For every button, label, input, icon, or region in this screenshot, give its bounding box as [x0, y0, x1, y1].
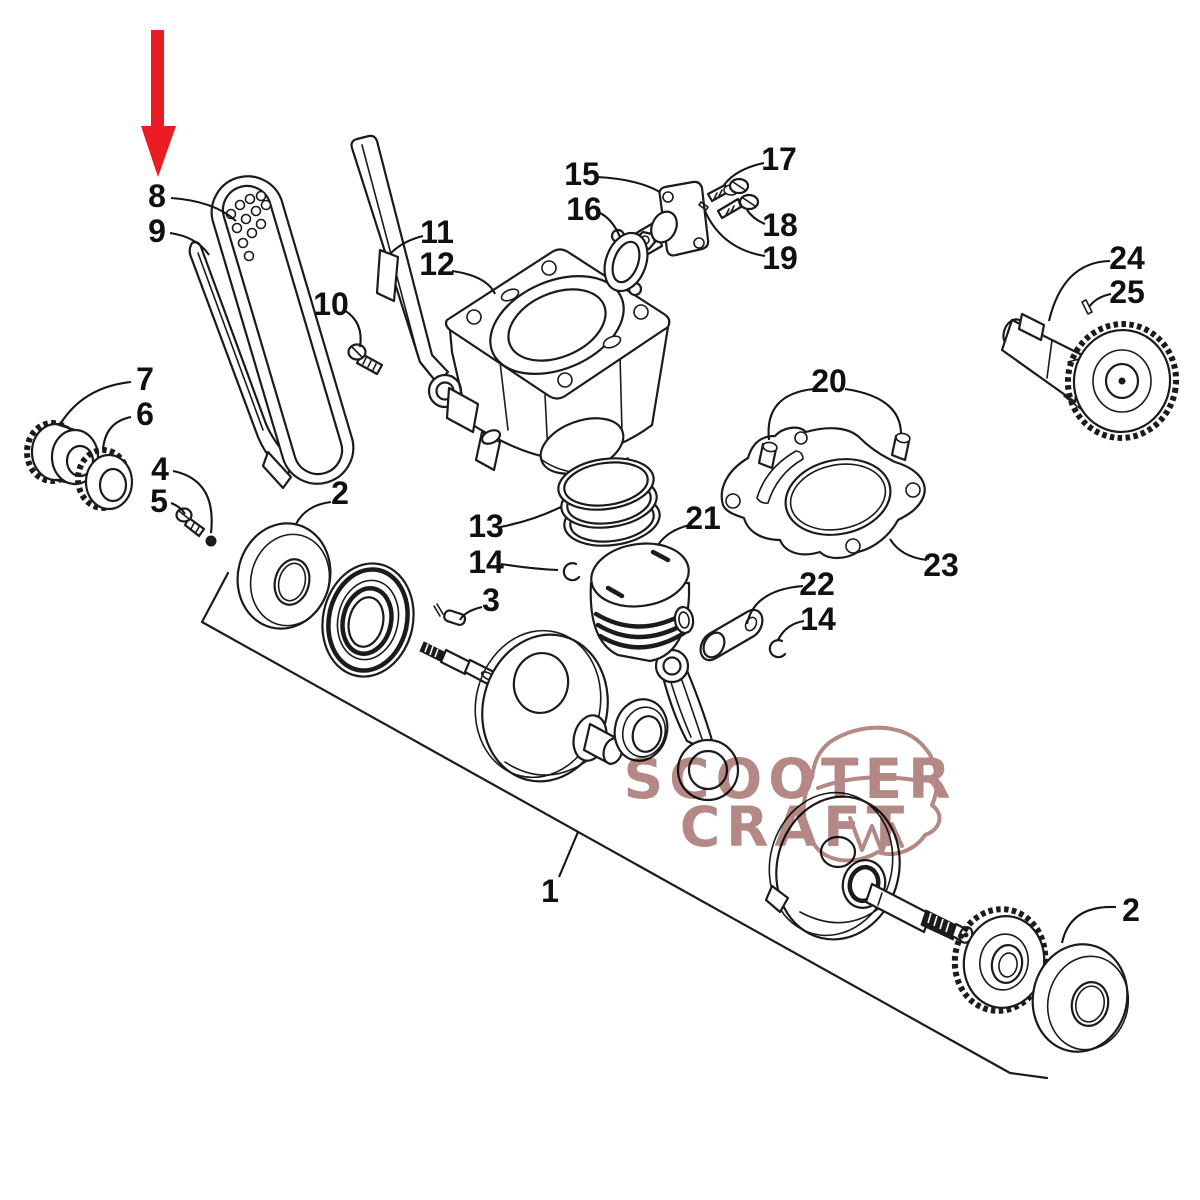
callout-19: 19 [762, 240, 798, 276]
callout-leader-15 [596, 175, 661, 193]
callout-leader-20 [844, 387, 903, 434]
sprocket-drawing [24, 420, 100, 486]
callout-17: 17 [761, 141, 797, 177]
callout-leader-7 [60, 380, 132, 424]
watermark-line2: CRAFT [680, 795, 910, 859]
callout-leader-21 [657, 523, 691, 546]
callout-22: 22 [799, 566, 835, 602]
callout-14: 14 [468, 544, 504, 580]
callout-leader-2 [1060, 905, 1117, 944]
callout-24: 24 [1109, 240, 1145, 276]
camshaft-drawing [1000, 299, 1180, 441]
callout-leader-22 [745, 584, 804, 625]
oil-seal-drawing [321, 562, 415, 678]
callout-5: 5 [150, 483, 168, 519]
lifter-bolts-drawing [698, 177, 760, 220]
callout-2: 2 [1122, 892, 1140, 928]
washer-gear-drawing [75, 447, 134, 511]
callout-14: 14 [800, 601, 836, 637]
pivot-bolt-drawing [347, 343, 384, 376]
lifter-gasket-drawing [603, 228, 649, 297]
callout-leader-25 [1088, 292, 1112, 308]
callout-leader-9 [169, 231, 210, 256]
callout-13: 13 [468, 508, 504, 544]
cam-chain-drawing [210, 175, 355, 485]
callout-9: 9 [148, 213, 166, 249]
callout-18: 18 [762, 207, 798, 243]
callout-6: 6 [136, 396, 154, 432]
bearing-left-drawing [236, 522, 332, 630]
callout-8: 8 [148, 178, 166, 214]
callout-23: 23 [923, 547, 959, 583]
dowel-pins-drawing [757, 432, 911, 470]
callout-15: 15 [564, 156, 600, 192]
callout-leader-4 [172, 469, 213, 534]
callout-leader-1 [558, 831, 579, 878]
chain-links-detail [225, 190, 272, 262]
callout-leader-23 [889, 538, 928, 562]
highlight-arrow-head [141, 126, 176, 177]
callout-leader-24 [1047, 259, 1111, 322]
woodruff-key-drawing [433, 603, 467, 626]
highlight-arrow-shaft [151, 30, 164, 128]
callout-leader-10 [343, 309, 362, 348]
highlight-arrow [141, 30, 176, 177]
callout-1: 1 [541, 873, 559, 909]
callout-leader-14 [777, 619, 805, 641]
watermark-line1: SCOOTER [624, 747, 957, 811]
callout-layer: 1223456789101112131414151617181920212223… [60, 141, 1145, 944]
callout-leader-3 [459, 605, 483, 621]
crankshaft-drawing [419, 629, 1130, 1053]
callout-leader-8 [170, 196, 237, 222]
piston-rings-drawing [557, 457, 661, 547]
callout-leader-5 [170, 502, 186, 515]
callout-3: 3 [482, 582, 500, 618]
callout-leader-13 [499, 506, 562, 529]
callout-12: 12 [419, 246, 455, 282]
callout-leader-11 [390, 234, 424, 254]
callout-25: 25 [1109, 274, 1145, 310]
tensioner-blade-drawing [350, 134, 463, 409]
callout-leader-19 [704, 210, 766, 258]
piston-drawing [589, 542, 695, 663]
callout-21: 21 [685, 500, 721, 536]
callout-2: 2 [331, 475, 349, 511]
callout-16: 16 [566, 191, 602, 227]
callout-leader-14 [500, 562, 559, 572]
callout-leader-12 [451, 269, 496, 295]
callout-leader-16 [597, 211, 621, 238]
helmet-claw-mark [848, 816, 904, 854]
callout-7: 7 [136, 361, 154, 397]
callout-leader-17 [723, 161, 765, 186]
callout-20: 20 [811, 363, 847, 399]
helmet-visor-line [816, 775, 917, 790]
callout-4: 4 [151, 451, 169, 487]
callout-11: 11 [420, 214, 454, 250]
circlip-left-drawing [562, 562, 581, 582]
circlip-right-drawing [768, 639, 787, 659]
callout-leader-20 [767, 387, 815, 441]
callout-leader-6 [101, 415, 132, 451]
piston-pin-drawing [699, 608, 764, 662]
callout-10: 10 [313, 286, 349, 322]
watermark-logo: SCOOTER CRAFT [624, 725, 957, 863]
helmet-logo-icon [801, 725, 942, 863]
sprocket-bolt-drawing [175, 507, 217, 547]
assembly-reference-line [200, 571, 1049, 1080]
callout-leader-18 [746, 209, 766, 225]
callout-leader-2 [295, 500, 332, 525]
